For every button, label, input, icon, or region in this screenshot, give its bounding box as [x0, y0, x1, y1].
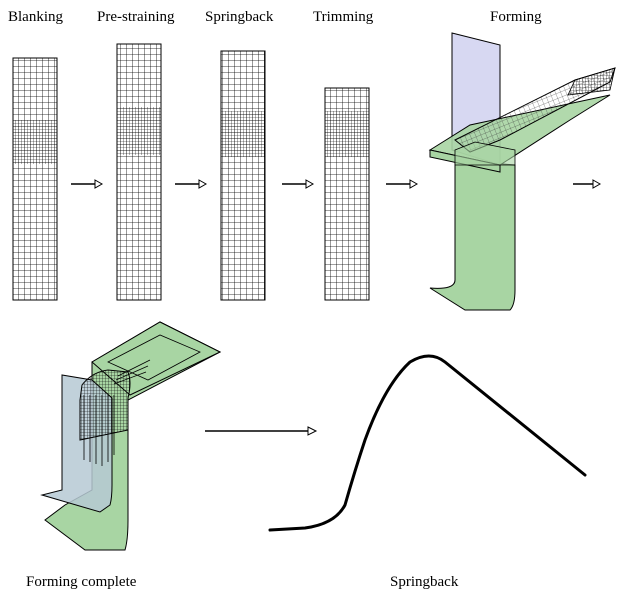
label-springback-step: Springback: [205, 9, 274, 25]
strip-springback: [220, 50, 266, 301]
springback-profile-curve: [268, 354, 587, 532]
arrow-icon-5: [573, 179, 602, 189]
label-forming-complete: Forming complete: [26, 574, 137, 590]
arrow-icon-1: [71, 179, 104, 189]
forming-setup: [428, 32, 616, 311]
label-trimming: Trimming: [313, 9, 374, 25]
arrow-icon-4: [386, 179, 419, 189]
long-arrow-icon: [205, 426, 318, 436]
label-springback-result: Springback: [390, 574, 459, 590]
strip-prestraining: [116, 43, 162, 301]
arrow-icon-2: [175, 179, 208, 189]
strip-trimming: [324, 87, 370, 301]
arrow-icon-3: [282, 179, 315, 189]
strip-blanking: [12, 57, 58, 301]
label-forming: Forming: [490, 9, 542, 25]
label-prestraining: Pre-straining: [97, 9, 175, 25]
forming-complete-part: [40, 321, 222, 551]
label-blanking: Blanking: [8, 9, 63, 25]
